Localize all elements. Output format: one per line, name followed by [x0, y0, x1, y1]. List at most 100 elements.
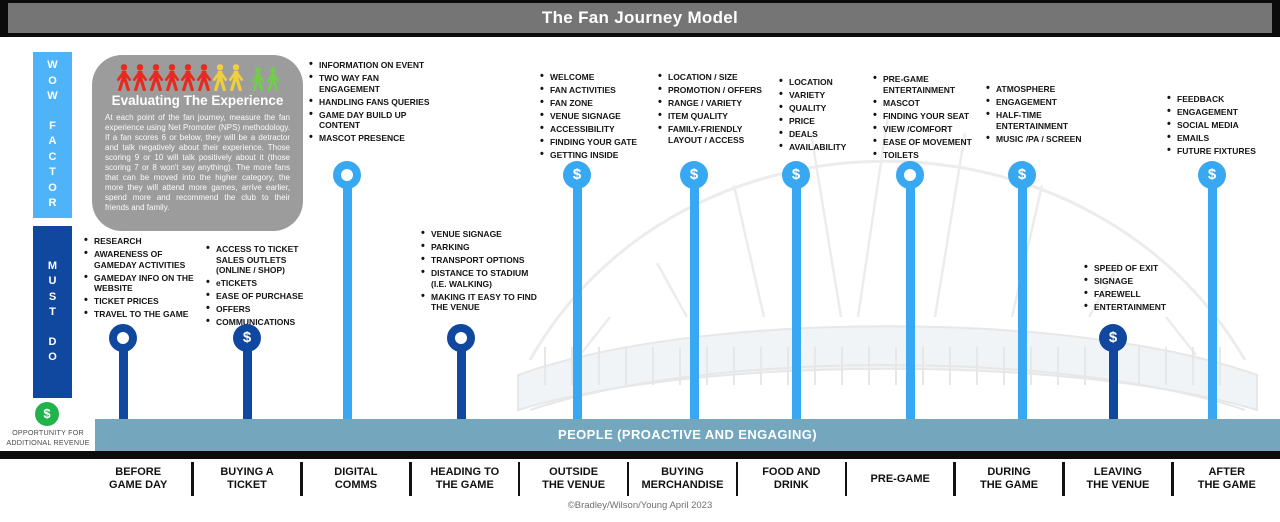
person-icon-green [251, 67, 265, 91]
list-item: SIGNAGE [1083, 275, 1183, 287]
list-item: PROMOTION / OFFERS [657, 84, 763, 96]
list-item: PARKING [420, 241, 542, 253]
list-item: FAMILY-FRIENDLY LAYOUT / ACCESS [657, 123, 763, 145]
list-item: TOILETS [872, 149, 996, 161]
person-icon-yellow [228, 64, 244, 91]
pin-stem [791, 175, 801, 430]
list-item: TRANSPORT OPTIONS [420, 254, 542, 266]
list-item: SOCIAL MEDIA [1166, 119, 1270, 131]
person-icon [266, 67, 279, 91]
person-icon-red [196, 64, 212, 91]
person-icon [180, 64, 195, 91]
stage-list-4: WELCOMEFAN ACTIVITIESFAN ZONEVENUE SIGNA… [539, 71, 651, 163]
list-item: RANGE / VARIETY [657, 97, 763, 109]
person-icon [228, 64, 243, 91]
dollar-pin-icon: $ [1008, 161, 1036, 189]
list-item: ENTERTAINMENT [1083, 301, 1183, 313]
list-item: DISTANCE TO STADIUM (I.E. WALKING) [420, 267, 542, 289]
person-icon [116, 64, 131, 91]
list-item: AWARENESS OF GAMEDAY ACTIVITIES [83, 248, 201, 270]
stage-list-10: FEEDBACKENGAGEMENTSOCIAL MEDIAEMAILSFUTU… [1166, 93, 1270, 159]
person-icon-green [266, 67, 280, 91]
list-item: TRAVEL TO THE GAME [83, 308, 201, 320]
list-item: OFFERS [205, 303, 321, 315]
list-item: FEEDBACK [1166, 93, 1270, 105]
person-icon [212, 64, 227, 91]
dollar-pin-icon: $ [782, 161, 810, 189]
person-icon-red [164, 64, 180, 91]
stage-divider [191, 462, 194, 496]
header-bar: The Fan Journey Model [0, 0, 1280, 37]
timeline-divider [0, 451, 1280, 459]
list-item: eTICKETS [205, 277, 321, 289]
stage-list-9: SPEED OF EXITSIGNAGEFAREWELLENTERTAINMEN… [1083, 262, 1183, 315]
list-item: ITEM QUALITY [657, 110, 763, 122]
stage-divider [517, 462, 521, 496]
person-icon-red [116, 64, 132, 91]
list-item: EASE OF PURCHASE [205, 290, 321, 302]
stage-list-8: ATMOSPHEREENGAGEMENTHALF-TIME ENTERTAINM… [985, 83, 1097, 147]
list-item: FINDING YOUR SEAT [872, 110, 996, 122]
stage-label-7: PRE-GAME [870, 472, 930, 485]
person-icon [196, 64, 211, 91]
pin-stem [342, 175, 352, 430]
list-item: FAREWELL [1083, 288, 1183, 300]
stage-list-7: PRE-GAME ENTERTAINMENTMASCOTFINDING YOUR… [872, 73, 996, 163]
list-item: ACCESS TO TICKET SALES OUTLETS (ONLINE /… [205, 243, 321, 276]
list-item: AVAILABILITY [778, 141, 870, 153]
stage-divider [953, 462, 956, 496]
pin-stem [905, 175, 915, 430]
person-icon-red [132, 64, 148, 91]
stage-list-5: LOCATION / SIZEPROMOTION / OFFERSRANGE /… [657, 71, 763, 148]
ring-pin-icon [333, 161, 361, 189]
list-item: GETTING INSIDE [539, 149, 651, 161]
evaluating-title: Evaluating The Experience [111, 93, 284, 108]
pin-stem [242, 338, 252, 430]
stage-divider [1171, 462, 1174, 496]
list-item: FAN ACTIVITIES [539, 84, 651, 96]
list-item: VIEW /COMFORT [872, 123, 996, 135]
list-item: DEALS [778, 128, 870, 140]
list-item: TICKET PRICES [83, 295, 201, 307]
pin-stem [689, 175, 699, 430]
list-item: ENGAGEMENT [985, 96, 1097, 108]
people-bar-label: PEOPLE (PROACTIVE AND ENGAGING) [558, 427, 817, 442]
person-icon [251, 67, 264, 91]
dollar-pin-icon: $ [680, 161, 708, 189]
copyright: ©Bradley/Wilson/Young April 2023 [567, 500, 713, 511]
person-icon-red [148, 64, 164, 91]
list-item: VENUE SIGNAGE [420, 228, 542, 240]
dollar-pin-icon: $ [1099, 324, 1127, 352]
list-item: VARIETY [778, 89, 870, 101]
person-icon-red [180, 64, 196, 91]
stage-divider [300, 462, 303, 496]
person-icon [132, 64, 147, 91]
list-item: TWO WAY FAN ENGAGEMENT [308, 72, 436, 94]
list-item: PRE-GAME ENTERTAINMENT [872, 73, 996, 95]
pin-stem [1017, 175, 1027, 430]
page-title: The Fan Journey Model [8, 3, 1272, 33]
person-icon [164, 64, 179, 91]
person-icon-yellow [212, 64, 228, 91]
stage-list-0: RESEARCHAWARENESS OF GAMEDAY ACTIVITIESG… [83, 235, 201, 322]
stage-divider [1062, 462, 1065, 496]
people-bar: PEOPLE (PROACTIVE AND ENGAGING) [95, 419, 1280, 451]
pin-stem [118, 338, 128, 430]
dollar-pin-icon: $ [233, 324, 261, 352]
